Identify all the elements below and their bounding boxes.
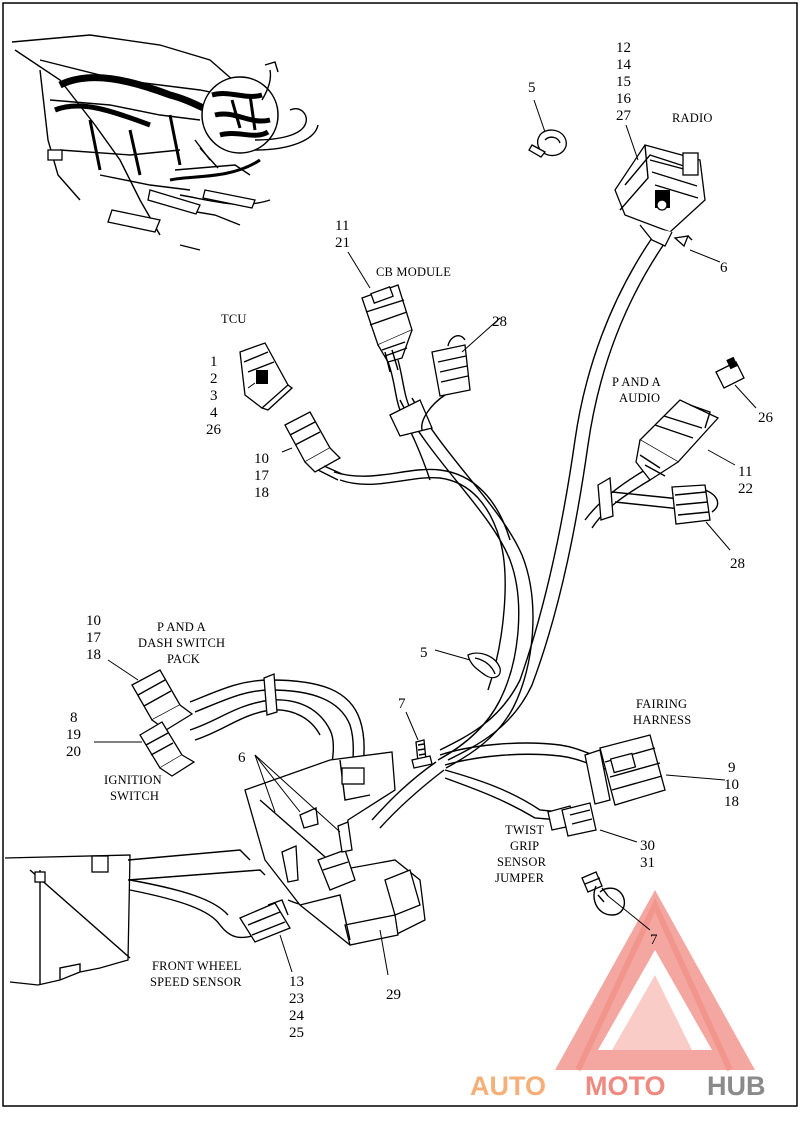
leader-lines — [94, 99, 757, 976]
callout-dash-10: 10 — [86, 613, 101, 629]
clip-5-center — [467, 652, 501, 679]
tcu-harness-connector — [284, 411, 343, 481]
callout-fw-13: 13 — [289, 974, 304, 990]
label-fairing-line2: HARNESS — [633, 713, 691, 727]
callout-tcu-2: 2 — [210, 371, 218, 387]
callout-ign-19: 19 — [66, 727, 81, 743]
callout-ign-8: 8 — [70, 710, 78, 726]
callout-twist-31: 31 — [640, 855, 655, 871]
callout-6-ties: 6 — [238, 750, 246, 766]
callout-tcu-3: 3 — [210, 388, 218, 404]
callout-radio-27: 27 — [616, 108, 632, 124]
watermark-moto: MOTO — [585, 1071, 666, 1101]
handlebar-section — [4, 849, 266, 986]
watermark-auto: AUTO — [470, 1071, 546, 1101]
callout-pa-audio-22: 22 — [738, 481, 753, 497]
label-pa-dash-line3: PACK — [167, 652, 200, 666]
front-wheel-sensor-connector — [239, 899, 291, 943]
pa-audio-small-connector — [715, 356, 745, 389]
label-twist-line2: GRIP — [510, 839, 539, 853]
label-ignition-line2: SWITCH — [110, 789, 159, 803]
callout-tcu-4: 4 — [210, 405, 218, 421]
rubber-plug-28-cb — [421, 335, 471, 431]
main-harness — [129, 237, 691, 939]
push-pin-7-lower — [581, 871, 626, 916]
callout-28-pa-plug: 28 — [730, 556, 745, 572]
label-tcu: TCU — [221, 312, 247, 326]
label-pa-dash-line1: P AND A — [157, 620, 206, 634]
callout-ign-20: 20 — [66, 744, 81, 760]
pa-audio-connector — [635, 399, 720, 481]
cb-module-connector — [361, 284, 433, 437]
callout-dash-18: 18 — [86, 647, 101, 663]
callout-tcu-conn-17: 17 — [254, 468, 270, 484]
callout-26-pa-audio: 26 — [758, 410, 774, 426]
callout-radio-16: 16 — [616, 91, 632, 107]
fairing-harness-connector — [584, 734, 666, 806]
callout-cb-11: 11 — [335, 218, 349, 234]
label-cb-module: CB MODULE — [376, 265, 451, 279]
callout-cb-21: 21 — [335, 235, 350, 251]
callout-twist-30: 30 — [640, 838, 655, 854]
callout-numbers: 5 12 14 15 16 27 6 11 21 28 1 2 3 4 26 1… — [66, 40, 774, 1041]
callout-6-radio-tie: 6 — [720, 260, 728, 276]
callout-tcu-26: 26 — [206, 422, 222, 438]
component-labels: RADIO CB MODULE TCU P AND A AUDIO P AND … — [104, 111, 713, 989]
label-front-wheel-line1: FRONT WHEEL — [152, 959, 242, 973]
label-twist-line1: TWIST — [505, 823, 544, 837]
tie-wrap-dash — [263, 673, 278, 716]
callout-tcu-1: 1 — [210, 354, 218, 370]
label-radio: RADIO — [672, 111, 713, 125]
callout-29-bracket: 29 — [386, 987, 401, 1003]
radio-connector — [614, 144, 706, 248]
callout-fairing-10: 10 — [724, 777, 739, 793]
callout-fairing-9: 9 — [728, 760, 736, 776]
callout-tcu-conn-10: 10 — [254, 451, 269, 467]
ignition-switch-connector — [139, 721, 196, 777]
callout-fairing-18: 18 — [724, 794, 739, 810]
callout-tcu-conn-18: 18 — [254, 485, 269, 501]
label-twist-line3: SENSOR — [497, 855, 547, 869]
tie-wrap-pa — [597, 476, 614, 521]
callout-7-lower-pin: 7 — [650, 932, 658, 948]
motorcycle-frame-inset — [11, 34, 319, 251]
callout-fw-25: 25 — [289, 1025, 304, 1041]
callout-radio-15: 15 — [616, 74, 631, 90]
twist-grip-connector — [547, 802, 597, 837]
clip-5-radio — [528, 129, 567, 158]
watermark-hub: HUB — [707, 1071, 766, 1101]
callout-dash-17: 17 — [86, 630, 102, 646]
tcu-module — [239, 342, 294, 411]
label-pa-dash-line2: DASH SWITCH — [138, 636, 225, 650]
label-twist-line4: JUMPER — [495, 871, 545, 885]
label-fairing-line1: FAIRING — [636, 697, 687, 711]
callout-pa-audio-11: 11 — [738, 464, 752, 480]
label-pa-audio-line2: AUDIO — [619, 391, 660, 405]
callout-fw-24: 24 — [289, 1008, 305, 1024]
callout-5-center-clip: 5 — [420, 645, 428, 661]
callout-radio-14: 14 — [616, 57, 632, 73]
dash-switch-connector — [131, 669, 194, 731]
callout-fw-23: 23 — [289, 991, 304, 1007]
label-pa-audio-line1: P AND A — [612, 375, 661, 389]
label-ignition-line1: IGNITION — [104, 773, 162, 787]
callout-7-push-pin: 7 — [398, 696, 406, 712]
callout-28-cb-plug: 28 — [492, 314, 507, 330]
mounting-bracket — [244, 751, 426, 946]
rubber-plug-28-pa — [671, 484, 719, 525]
callout-radio-12: 12 — [616, 40, 631, 56]
callout-5-radio-clip: 5 — [528, 80, 536, 96]
push-pin-7-center — [411, 739, 433, 769]
watermark-logo: AUTO MOTO HUB — [470, 890, 766, 1101]
label-front-wheel-line2: SPEED SENSOR — [150, 975, 242, 989]
diagram-frame — [2, 2, 798, 1107]
